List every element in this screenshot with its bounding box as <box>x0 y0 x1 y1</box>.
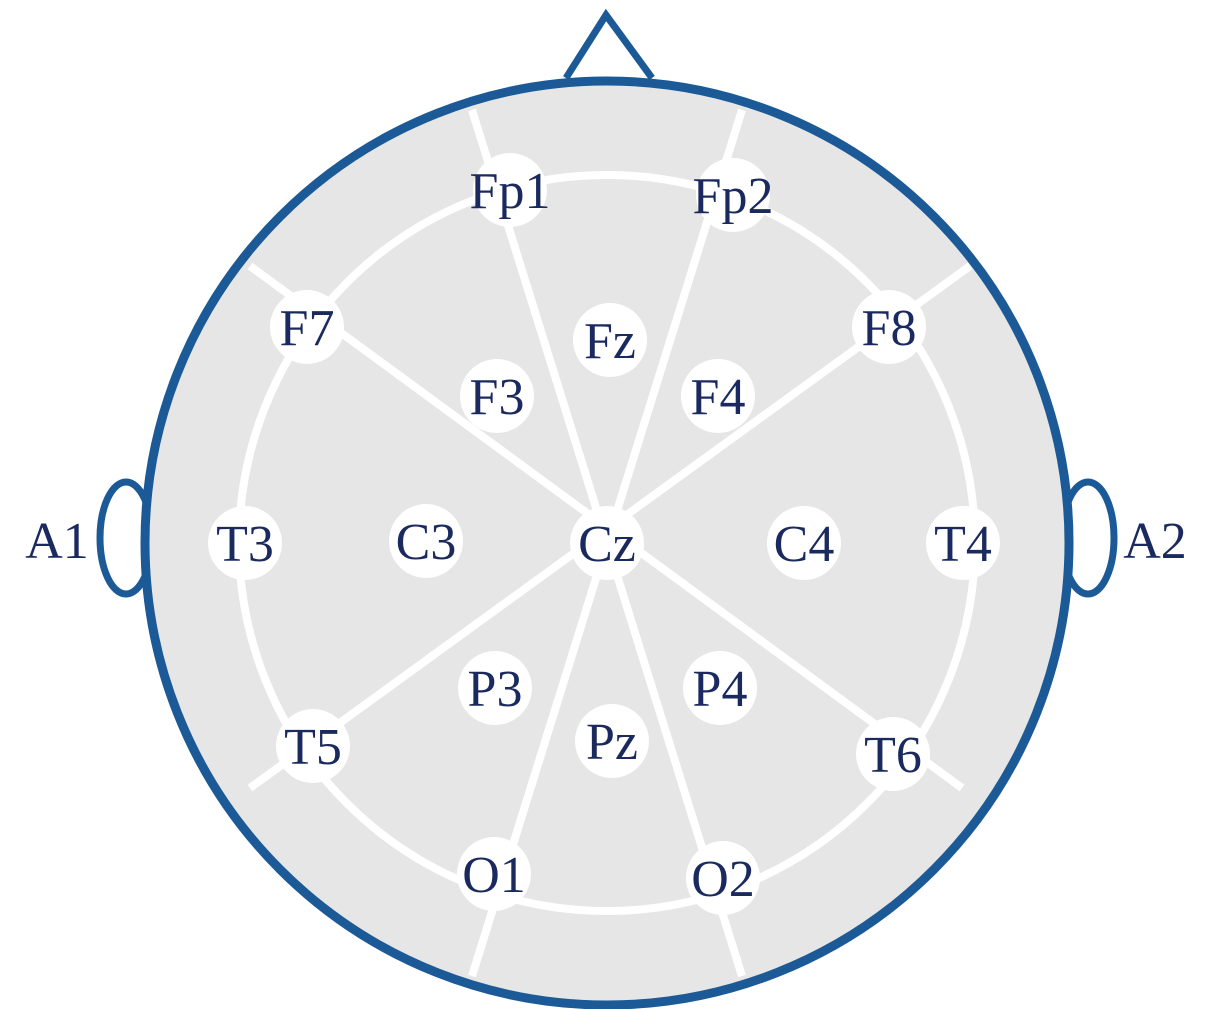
electrode-label-c4: C4 <box>774 516 835 573</box>
ear-label-a2: A2 <box>1123 513 1187 570</box>
electrode-label-c3: C3 <box>396 514 457 571</box>
electrode-c4 <box>767 506 841 580</box>
electrode-f3 <box>460 359 534 433</box>
electrode-label-fp2: Fp2 <box>693 168 774 225</box>
electrode-fz <box>573 303 647 377</box>
electrode-fp2 <box>696 158 770 232</box>
electrode-label-f3: F3 <box>470 369 525 426</box>
electrode-label-o1: O1 <box>462 847 526 904</box>
electrode-label-fp1: Fp1 <box>470 163 551 220</box>
electrode-pz <box>575 704 649 778</box>
electrode-fp1 <box>473 153 547 227</box>
electrode-t3 <box>208 506 282 580</box>
electrode-label-fz: Fz <box>584 313 636 370</box>
electrode-p3 <box>458 651 532 725</box>
electrode-label-o2: O2 <box>691 851 755 908</box>
electrode-label-t4: T4 <box>934 516 992 573</box>
electrode-label-f7: F7 <box>280 300 335 357</box>
electrode-t4 <box>926 506 1000 580</box>
electrode-f8 <box>852 290 926 364</box>
electrode-p4 <box>683 651 757 725</box>
electrode-label-p4: P4 <box>693 661 748 718</box>
electrode-label-t5: T5 <box>284 719 342 776</box>
electrode-label-f8: F8 <box>862 300 917 357</box>
electrode-label-t3: T3 <box>216 516 274 573</box>
electrode-o2 <box>686 841 760 915</box>
electrode-o1 <box>457 837 531 911</box>
ear-label-group: A1 A2 <box>25 513 1187 570</box>
electrode-label-cz: Cz <box>578 516 636 573</box>
nose-marker <box>563 8 655 81</box>
electrode-f4 <box>681 359 755 433</box>
electrode-t6 <box>856 717 930 791</box>
electrode-label-f4: F4 <box>691 369 746 426</box>
ear-label-a1: A1 <box>25 513 89 570</box>
electrode-cz <box>570 506 644 580</box>
electrode-c3 <box>389 504 463 578</box>
electrode-t5 <box>276 709 350 783</box>
electrode-label-pz: Pz <box>586 714 638 771</box>
electrode-f7 <box>270 290 344 364</box>
electrode-label-t6: T6 <box>864 727 922 784</box>
electrode-label-p3: P3 <box>468 661 523 718</box>
